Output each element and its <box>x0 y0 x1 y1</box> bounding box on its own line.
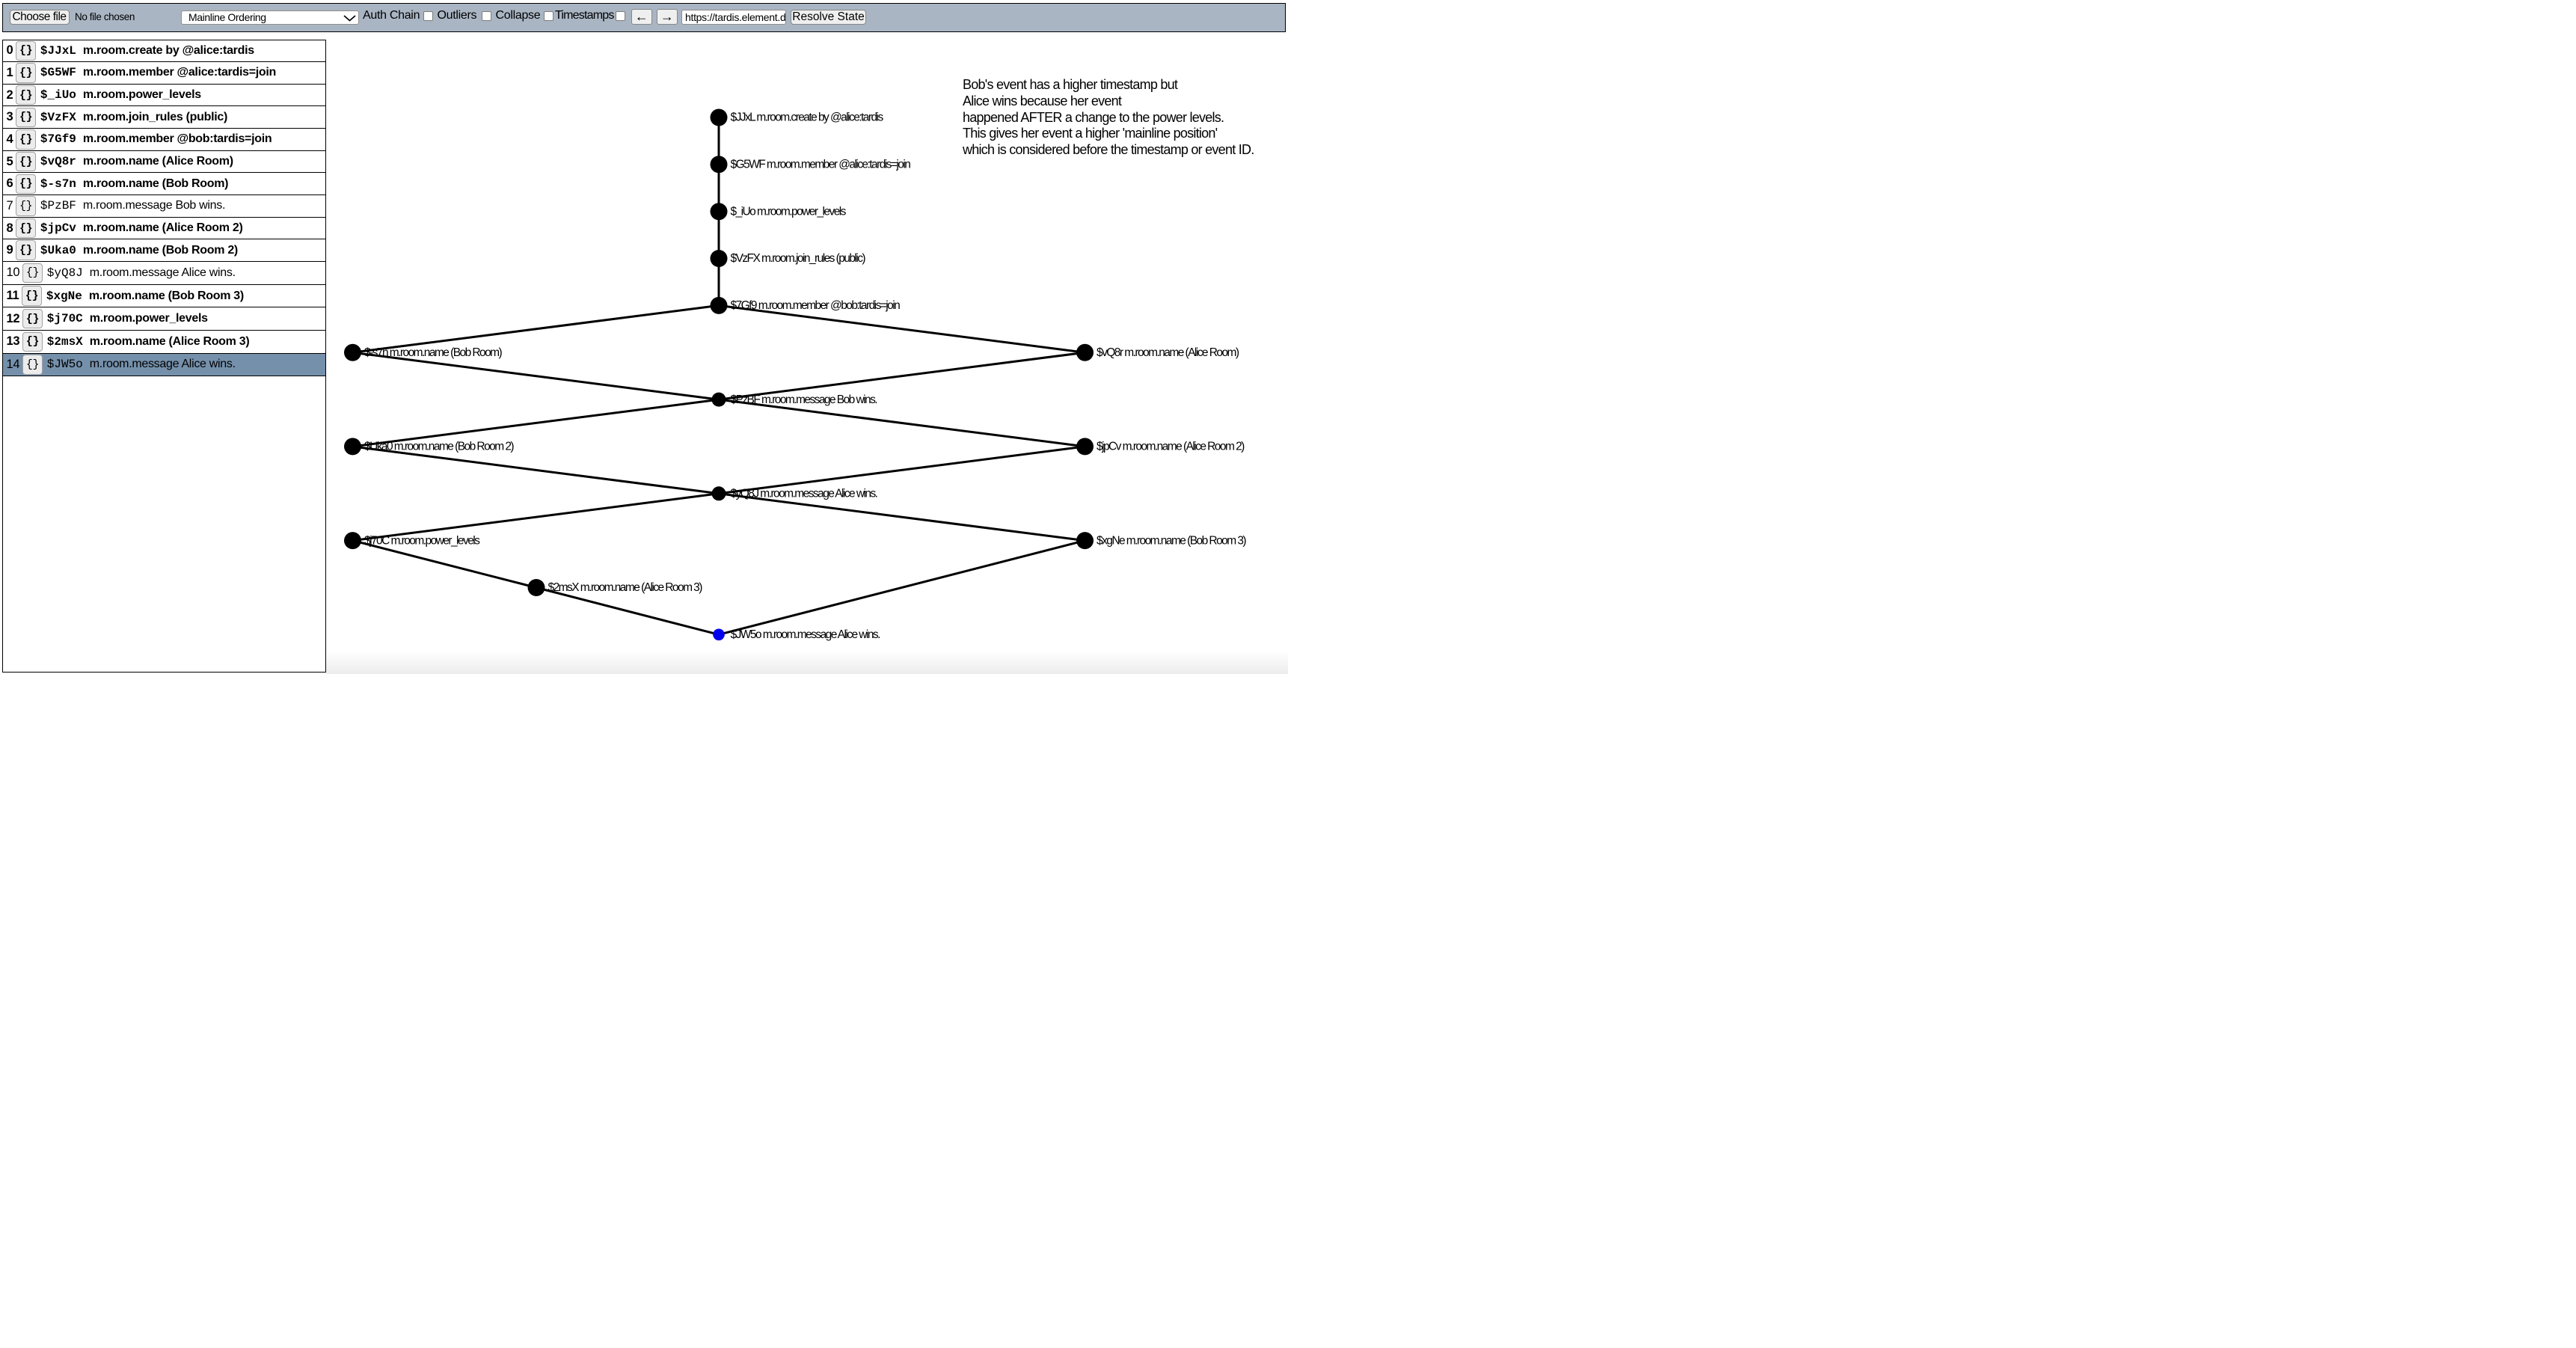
svg-text:$G5WF m.room.member @alice:tar: $G5WF m.room.member @alice:tardis=join <box>731 159 911 171</box>
svg-text:$jpCv m.room.name (Alice Room: $jpCv m.room.name (Alice Room 2) <box>1097 441 1245 453</box>
svg-text:$JW5o m.room.message Alice win: $JW5o m.room.message Alice wins. <box>731 628 880 641</box>
svg-text:$_iUo m.room.power_levels: $_iUo m.room.power_levels <box>731 205 847 218</box>
svg-text:$2msX m.room.name (Alice Room: $2msX m.room.name (Alice Room 3) <box>548 581 703 594</box>
svg-text:$vQ8r m.room.name (Alice Room): $vQ8r m.room.name (Alice Room) <box>1097 346 1239 359</box>
svg-text:$yQ8J m.room.message Alice win: $yQ8J m.room.message Alice wins. <box>731 488 877 500</box>
svg-text:$xgNe m.room.name (Bob Room 3): $xgNe m.room.name (Bob Room 3) <box>1097 534 1246 547</box>
svg-text:$j70C m.room.power_levels: $j70C m.room.power_levels <box>364 534 480 547</box>
svg-text:$PzBF m.room.message Bob wins.: $PzBF m.room.message Bob wins. <box>731 393 877 406</box>
svg-text:$Uka0 m.room.name (Bob Room 2): $Uka0 m.room.name (Bob Room 2) <box>364 441 514 453</box>
svg-text:$VzFX m.room.join_rules (publi: $VzFX m.room.join_rules (public) <box>731 252 866 265</box>
svg-text:$JJxL m.room.create by @alice:: $JJxL m.room.create by @alice:tardis <box>731 111 884 124</box>
svg-text:$7Gf9 m.room.member @bob:tardi: $7Gf9 m.room.member @bob:tardis=join <box>731 299 901 312</box>
svg-text:$-s7n m.room.name (Bob Room): $-s7n m.room.name (Bob Room) <box>364 346 503 359</box>
